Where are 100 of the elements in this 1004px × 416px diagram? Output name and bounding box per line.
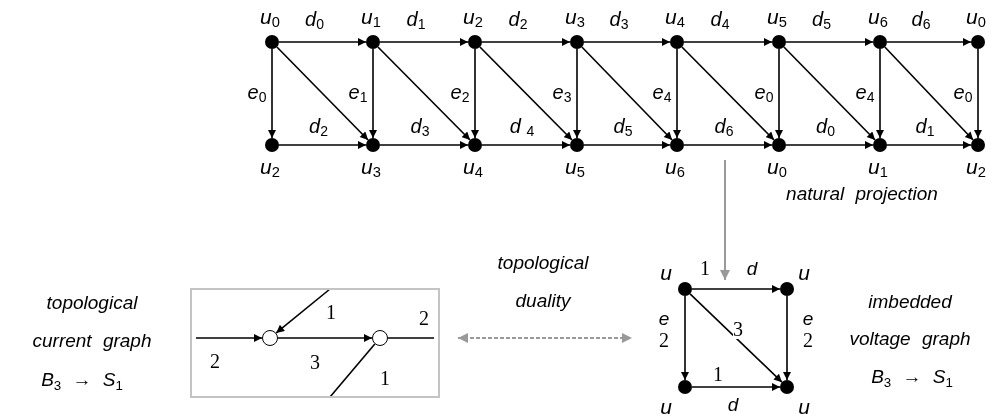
vertex-label: u$_{3}$ — [361, 155, 381, 181]
vertex-dot — [971, 138, 985, 152]
edge-label: d$_{1}$ — [915, 115, 935, 139]
edge-label: 2 — [659, 330, 669, 350]
vertex-label: u$_{0}$ — [260, 5, 280, 31]
vertex-dot — [670, 138, 684, 152]
arrow — [783, 46, 876, 141]
arrow — [876, 48, 884, 139]
vertex-dot — [468, 35, 482, 49]
edge-label: d$_{5}$ — [613, 115, 633, 139]
edge-label: 3 — [310, 352, 320, 372]
vertex-dot — [670, 35, 684, 49]
edge-label: d$_{3}$ — [609, 8, 629, 32]
vertex-dot — [772, 35, 786, 49]
arrow — [195, 334, 263, 342]
vertex-label: u — [660, 261, 672, 283]
vertex-dot — [570, 138, 584, 152]
vertex-dot — [780, 380, 794, 394]
arrow — [683, 141, 773, 149]
edge-label: 2 — [803, 330, 813, 350]
arrow — [974, 48, 982, 139]
arrow — [681, 295, 689, 381]
edge-label: 1 — [380, 368, 390, 388]
vertex-label: u$_{3}$ — [565, 5, 585, 31]
arrow — [783, 295, 791, 381]
edge-label: d$_{4}$ — [710, 8, 730, 32]
arrow — [785, 141, 874, 149]
edge-label: d$_{0}$ — [305, 8, 324, 32]
caption-text: d — [727, 394, 739, 414]
vertex-label: u$_{1}$ — [868, 155, 888, 181]
vertex-label: u — [660, 395, 672, 416]
vertex-dot — [780, 282, 794, 296]
vertex-dot — [265, 138, 279, 152]
edge-label: d$_{3}$ — [410, 115, 430, 139]
arrow — [277, 334, 373, 342]
arrow — [689, 293, 783, 383]
vertex-label: u$_{0}$ — [966, 5, 986, 31]
arrow — [479, 46, 573, 141]
arrow — [471, 48, 479, 139]
arrow — [481, 38, 571, 46]
arrow — [691, 285, 781, 293]
edge-label: d$_{6}$ — [714, 115, 734, 139]
arrow — [775, 48, 783, 139]
vertex-label: u$_{2}$ — [260, 155, 280, 181]
arrow — [377, 46, 471, 141]
arrow — [278, 141, 367, 149]
vertex-dot — [971, 35, 985, 49]
arrow — [481, 141, 571, 149]
arrow — [583, 141, 671, 149]
vertex-dot — [678, 282, 692, 296]
vertex-dot — [262, 330, 278, 346]
arrow — [369, 48, 377, 139]
edge-label: d$_{5}$ — [812, 8, 831, 32]
edge-label: 1 — [713, 364, 723, 384]
vertex-dot — [366, 138, 380, 152]
vertex-dot — [372, 330, 388, 346]
vertex-label: u$_{2}$ — [463, 5, 483, 31]
edge-label: d $_{4}$ — [509, 115, 535, 139]
arrow — [681, 46, 775, 141]
vertex-label: u$_{6}$ — [665, 155, 685, 181]
arrow — [886, 141, 972, 149]
arrow — [886, 38, 972, 46]
arrow — [278, 38, 367, 46]
edge-label: 2 — [210, 351, 220, 371]
edge-label: d$_{0}$ — [816, 115, 835, 139]
vertex-dot — [873, 35, 887, 49]
vertex-label: u$_{6}$ — [868, 5, 888, 31]
arrow — [379, 38, 469, 46]
vertex-label: u$_{0}$ — [767, 155, 787, 181]
arrow — [673, 48, 681, 139]
edge-label: d$_{1}$ — [406, 8, 426, 32]
vertex-label: u$_{2}$ — [966, 155, 986, 181]
arrow — [785, 38, 874, 46]
arrow — [581, 46, 673, 141]
caption-text: natural projection — [786, 183, 938, 203]
caption-text: e — [658, 308, 670, 328]
caption-text: topological duality — [496, 251, 590, 313]
arrow — [884, 46, 974, 141]
arrow — [683, 38, 773, 46]
vertex-dot — [366, 35, 380, 49]
vertex-label: u$_{1}$ — [361, 5, 381, 31]
vertex-dot — [570, 35, 584, 49]
caption-text: topological current graph — [31, 291, 153, 353]
caption-text: B$_{3}$ → S$_{1}$ — [871, 367, 953, 389]
edge-label: 1 — [700, 258, 710, 278]
arrow — [379, 141, 469, 149]
vertex-dot — [873, 138, 887, 152]
vertex-dot — [265, 35, 279, 49]
vertex-label: u$_{5}$ — [565, 155, 585, 181]
arrow — [275, 288, 331, 334]
edge-label: 1 — [326, 302, 336, 322]
arrow — [573, 48, 581, 139]
edge-label: d$_{6}$ — [911, 8, 931, 32]
vertex-dot — [772, 138, 786, 152]
arrow — [276, 46, 369, 141]
caption-text: B$_{3}$ → S$_{1}$ — [41, 370, 123, 392]
arrow — [583, 38, 671, 46]
arrow — [691, 383, 781, 391]
vertex-dot — [468, 138, 482, 152]
caption-text: d — [746, 258, 758, 278]
